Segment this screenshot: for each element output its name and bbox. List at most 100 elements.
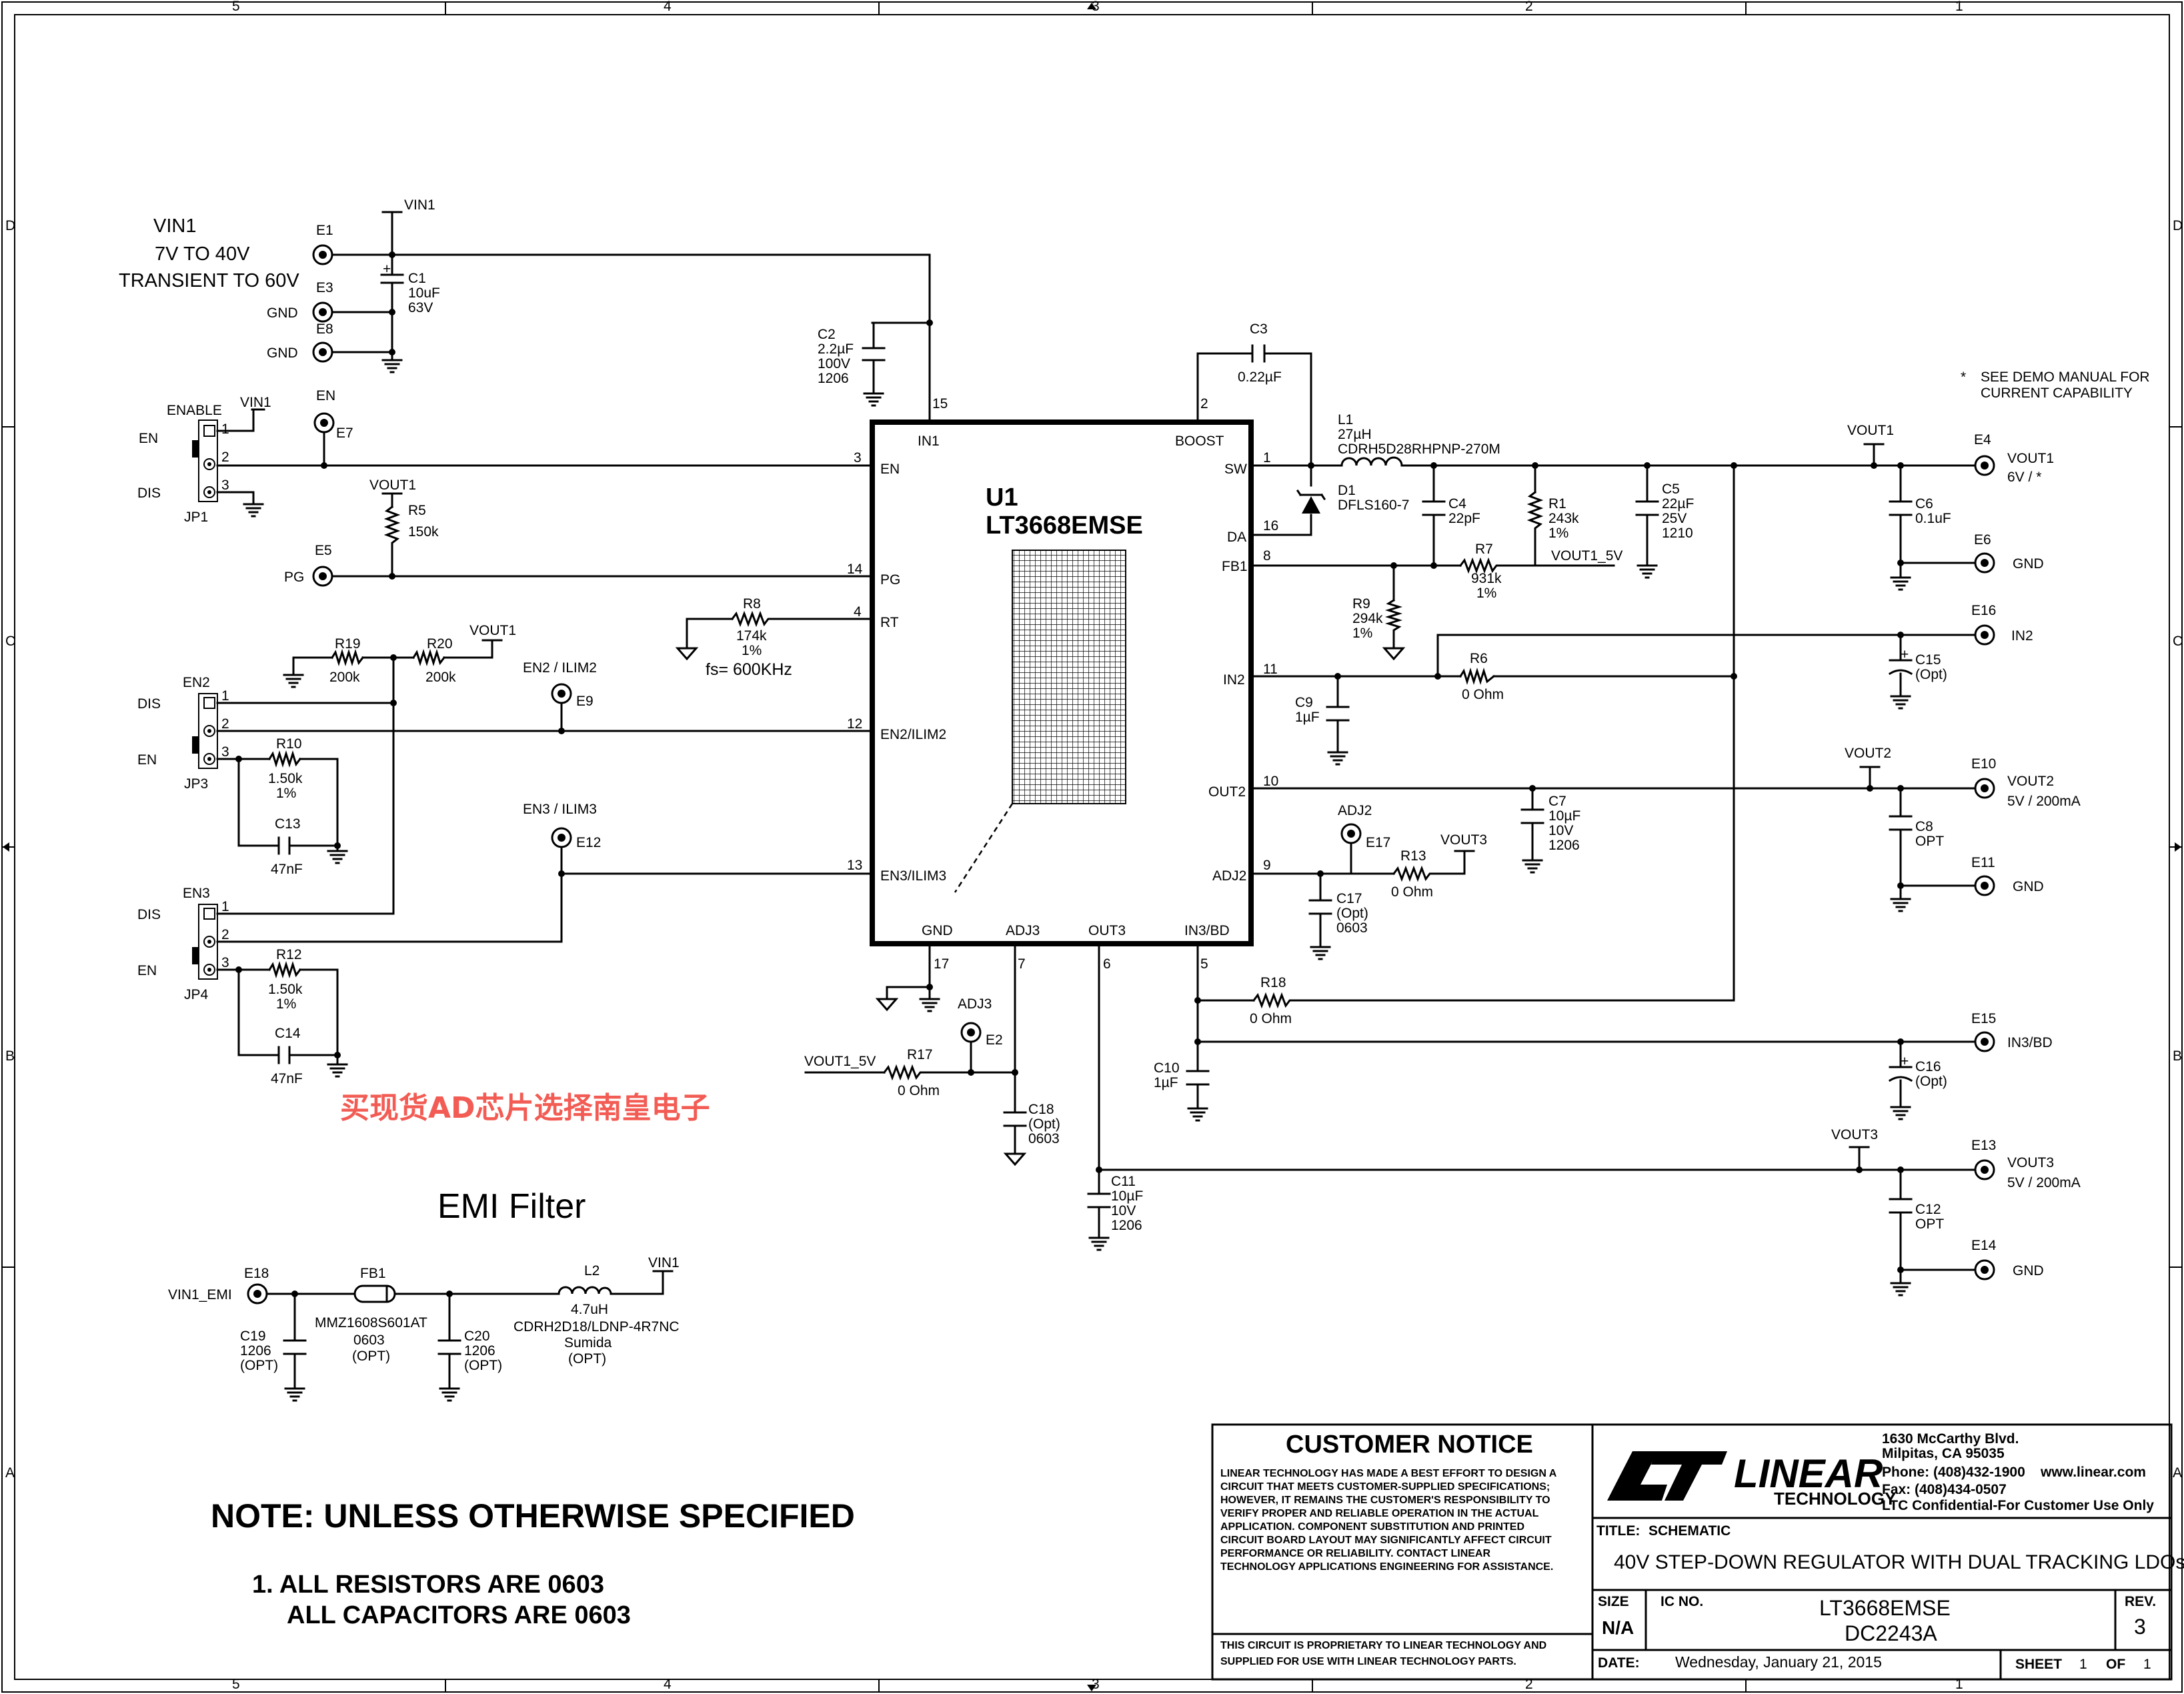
c19-label: C19 — [240, 1329, 266, 1344]
r9-value: 294k — [1352, 611, 1383, 626]
pin-en2: EN2/ILIM2 — [880, 727, 946, 742]
c18-label: C18 — [1028, 1102, 1054, 1117]
net-vout1: VOUT1 — [1847, 423, 1894, 438]
notice-line: HOWEVER, IT REMAINS THE CUSTOMER'S RESPO… — [1220, 1495, 1550, 1506]
test-point-circles — [247, 244, 1995, 1305]
pin-num: 16 — [1263, 518, 1278, 534]
company-address: 1630 McCarthy Blvd. Milpitas, CA 95035 P… — [1882, 1431, 2154, 1513]
svg-text:+: + — [383, 261, 391, 277]
c3-value: 0.22µF — [1238, 369, 1282, 385]
test-point-e4 — [1974, 455, 1995, 476]
ic-number: LT3668EMSE — [1819, 1596, 1951, 1620]
resistor-r19 — [330, 648, 365, 667]
size-label: SIZE — [1598, 1594, 1629, 1609]
magnetics — [353, 456, 1403, 1303]
c20-opt: (OPT) — [464, 1358, 502, 1373]
address-line: 1630 McCarthy Blvd. — [1882, 1431, 2019, 1447]
notes: * SEE DEMO MANUAL FOR CURRENT CAPABILITY… — [211, 369, 2150, 1629]
tp-label: E11 — [1971, 855, 1995, 870]
pin-num: 14 — [847, 562, 863, 577]
c4-label: C4 — [1448, 496, 1466, 512]
jumper-ref: JP3 — [184, 776, 208, 792]
column-label: 4 — [664, 1677, 672, 1692]
asterisk: * — [1961, 369, 1966, 385]
notice-line: CIRCUIT THAT MEETS CUSTOMER-SUPPLIED SPE… — [1220, 1481, 1550, 1493]
jumper-pin: 3 — [221, 955, 229, 970]
fb1-package: 0603 — [353, 1333, 385, 1348]
c5-package: 1210 — [1662, 526, 1693, 541]
vout2-out-label: VOUT2 — [2007, 774, 2054, 789]
test-point-e13 — [1974, 1159, 1995, 1180]
en2-ilim2-label: EN2 / ILIM2 — [523, 660, 597, 676]
r18-value: 0 Ohm — [1250, 1011, 1292, 1026]
jumper-ref: JP1 — [184, 510, 208, 525]
wires — [225, 211, 1977, 1390]
fb1-label: FB1 — [360, 1266, 386, 1281]
r19-label: R19 — [335, 636, 361, 652]
svg-text:+: + — [1901, 1054, 1909, 1069]
jumper-pin: 2 — [221, 927, 229, 942]
test-point-e14 — [1974, 1259, 1995, 1281]
pin-num: 17 — [934, 956, 949, 972]
notice-text: LINEAR TECHNOLOGY HAS MADE A BEST EFFORT… — [1220, 1468, 1557, 1667]
c19-package: 1206 — [240, 1343, 271, 1359]
en3-ilim3-label: EN3 / ILIM3 — [523, 802, 597, 817]
column-label: 3 — [1092, 1677, 1100, 1692]
r10-tolerance: 1% — [276, 786, 296, 801]
notice-line: PERFORMANCE OR RELIABILITY. CONTACT LINE… — [1220, 1548, 1490, 1559]
board-number: DC2243A — [1845, 1621, 1937, 1645]
pin-in1: IN1 — [918, 434, 940, 449]
jumper-pin: 3 — [221, 744, 229, 760]
c17-package: 0603 — [1336, 920, 1368, 936]
jumper-ref: JP4 — [184, 987, 209, 1002]
pin-num: 11 — [1263, 662, 1278, 677]
c10-value: 1µF — [1154, 1075, 1178, 1090]
sheet-value: 1 — [2079, 1657, 2087, 1672]
resistor-r17 — [882, 1064, 926, 1081]
pin-in3bd: IN3/BD — [1184, 923, 1230, 938]
tp-label: E7 — [336, 426, 353, 441]
l2-label: L2 — [584, 1263, 600, 1279]
column-label: 5 — [232, 0, 240, 14]
jumpers — [192, 419, 228, 980]
pin-out2: OUT2 — [1208, 784, 1246, 800]
enable-label: ENABLE — [167, 403, 222, 418]
icno-label: IC NO. — [1661, 1594, 1703, 1609]
c1-label: C1 — [408, 271, 426, 286]
test-point-e7 — [313, 412, 335, 434]
capacitor-c20 — [437, 1339, 461, 1355]
c20-label: C20 — [464, 1329, 490, 1344]
c6-value: 0.1uF — [1915, 511, 1951, 526]
net-vout1-5v: VOUT1_5V — [1551, 548, 1622, 564]
capacitor-c8 — [1889, 815, 1913, 831]
column-label: 1 — [1955, 1677, 1963, 1692]
jumper-pin: 1 — [221, 688, 229, 704]
l1-part: CDRH5D28RHPNP-270M — [1338, 442, 1500, 457]
vout3-out-label: VOUT3 — [2007, 1155, 2054, 1170]
c11-label: C11 — [1111, 1174, 1136, 1189]
r7-tolerance: 1% — [1476, 586, 1496, 601]
r12-label: R12 — [276, 947, 302, 962]
r17-value: 0 Ohm — [898, 1083, 940, 1098]
inductor-l1 — [1340, 456, 1403, 467]
pin-num: 7 — [1018, 956, 1026, 972]
logo-sub: TECHNOLOGY — [1774, 1489, 1896, 1509]
c16-label: C16 — [1915, 1059, 1941, 1074]
pin-num: 3 — [854, 450, 862, 466]
l2-part: CDRH2D18/LDNP-4R7NC — [513, 1319, 680, 1335]
customer-notice-title: CUSTOMER NOTICE — [1286, 1431, 1533, 1459]
r20-value: 200k — [425, 670, 456, 685]
c11-package: 1206 — [1111, 1218, 1142, 1233]
title-label: TITLE: — [1596, 1523, 1640, 1539]
of-value: 1 — [2143, 1657, 2151, 1672]
ic-u1: U1 LT3668EMSE IN1 15 EN 3 PG 14 RT 4 EN2… — [847, 396, 1278, 972]
capacitor-c10 — [1186, 1070, 1210, 1086]
d1-label: D1 — [1338, 483, 1356, 498]
c2-package: 1206 — [818, 371, 849, 386]
capacitor-c3 — [1251, 344, 1266, 363]
note-1a: 1. ALL RESISTORS ARE 0603 — [252, 1571, 604, 1599]
capacitor-c18 — [1003, 1111, 1027, 1127]
notice-line: APPLICATION. COMPONENT SUBSTITUTION AND … — [1220, 1521, 1524, 1533]
tp-label: E16 — [1971, 603, 1996, 618]
sheet-label: SHEET — [2015, 1657, 2062, 1672]
